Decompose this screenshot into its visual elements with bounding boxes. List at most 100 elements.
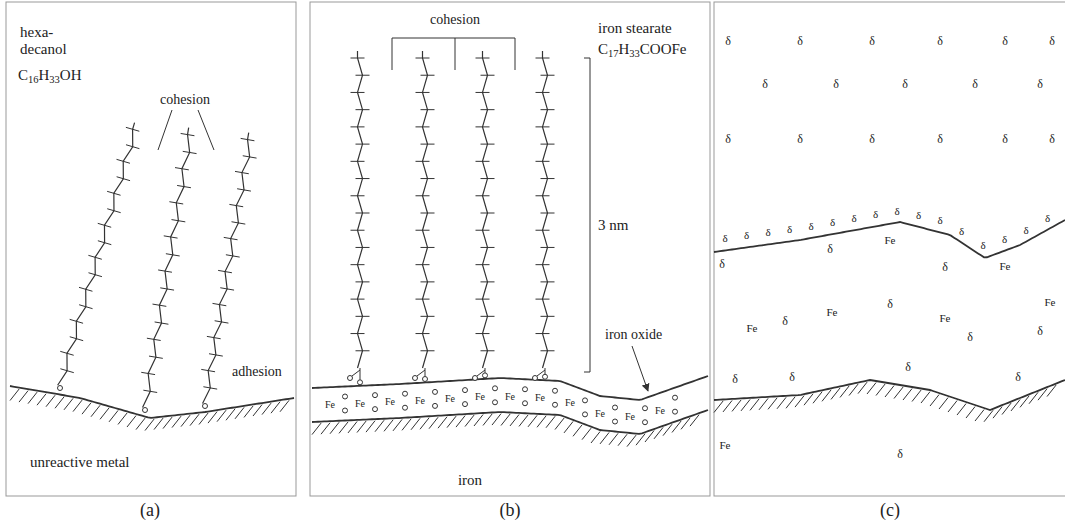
delta-symbol: δ [873, 208, 878, 220]
hatch-stroke [181, 415, 190, 427]
hatch-stroke [235, 407, 244, 419]
c-o-bond [425, 368, 426, 377]
hatch-stroke [321, 423, 330, 435]
hatch-stroke [645, 431, 654, 443]
oxide-oxygen [373, 407, 378, 412]
hatch-stroke [600, 432, 609, 444]
delta-symbol: δ [869, 35, 875, 48]
hatch-stroke [546, 416, 555, 428]
hatch-stroke [402, 419, 411, 431]
hatch-stroke [46, 395, 55, 407]
oxide-oxygen [403, 405, 408, 410]
hatch-stroke [492, 414, 501, 426]
hatch-stroke [375, 420, 384, 432]
hatch-stroke [957, 404, 966, 416]
hatch-stroke [217, 410, 226, 422]
hatch-stroke [118, 413, 127, 425]
hatch-stroke [555, 418, 564, 430]
delta-symbol: δ [827, 243, 833, 256]
delta-symbol: δ [1023, 224, 1028, 236]
hatch-stroke [564, 421, 573, 433]
hatch-stroke [831, 388, 840, 400]
cohesion-bracket [455, 38, 456, 70]
hatch-stroke [82, 403, 91, 415]
delta-symbol: δ [765, 226, 770, 238]
substrate-label: unreactive metal [30, 454, 130, 471]
delta-symbol: δ [1002, 35, 1008, 48]
hatch-stroke [966, 407, 975, 419]
hatch-stroke [420, 418, 429, 430]
hatch-stroke [663, 424, 672, 436]
oxide-oxygen [673, 395, 678, 400]
chemical-formula: C17H33COOFe [598, 41, 687, 60]
delta-symbol: δ [1049, 133, 1055, 146]
hatch-stroke [244, 406, 253, 418]
oxide-oxygen [463, 402, 468, 407]
hatch-stroke [100, 408, 109, 420]
hatch-stroke [948, 401, 957, 413]
hatch-stroke [984, 410, 993, 422]
iron-atom: Fe [325, 399, 335, 410]
iron-atom: Fe [535, 392, 545, 403]
oxygen-atom [543, 374, 548, 379]
delta-symbol: δ [830, 216, 835, 228]
hatch-stroke [912, 390, 921, 402]
iron-atom: Fe [747, 322, 758, 334]
hatch-stroke [172, 416, 181, 428]
hatch-stroke [483, 414, 492, 426]
hatch-stroke [840, 386, 849, 398]
delta-symbol: δ [725, 133, 731, 146]
delta-symbol: δ [942, 261, 948, 274]
hatch-stroke [723, 400, 732, 412]
delta-symbol: δ [869, 133, 875, 146]
iron-atom: Fe [1000, 260, 1011, 272]
hatch-stroke [330, 422, 339, 434]
substrate-label: iron [458, 472, 482, 489]
hatch-stroke [154, 418, 163, 430]
delta-symbol: δ [797, 133, 803, 146]
cohesion-label: cohesion [160, 92, 210, 107]
hatch-stroke [867, 383, 876, 395]
cohesion-label: cohesion [430, 12, 480, 27]
iron-atom: Fe [885, 234, 896, 246]
hatch-stroke [109, 410, 118, 422]
hatch-stroke [91, 405, 100, 417]
delta-symbol: δ [762, 78, 768, 91]
carbon-backbone [423, 51, 428, 368]
hatch-stroke [127, 416, 136, 428]
hatch-stroke [582, 428, 591, 440]
oxide-oxygen [343, 408, 348, 413]
hatch-stroke [280, 400, 289, 412]
oxide-oxygen [343, 394, 348, 399]
hatch-stroke [510, 414, 519, 426]
leader-line [198, 110, 214, 150]
panel-frame [6, 2, 296, 496]
delta-symbol: δ [719, 258, 725, 271]
delta-symbol: δ [1049, 35, 1055, 48]
c-o-bond [352, 370, 360, 376]
delta-symbol: δ [789, 371, 795, 384]
hatch-stroke [1020, 396, 1029, 408]
hatch-stroke [465, 415, 474, 427]
delta-symbol: δ [937, 214, 942, 226]
oxide-oxygen [613, 405, 618, 410]
hatch-stroke [654, 427, 663, 439]
hatch-stroke [876, 384, 885, 396]
hatch-stroke [759, 398, 768, 410]
oxygen-atom [203, 404, 208, 409]
delta-symbol: δ [1002, 133, 1008, 146]
hatch-stroke [975, 410, 984, 422]
hatch-stroke [262, 403, 271, 415]
hatch-stroke [993, 407, 1002, 419]
delta-symbol: δ [1037, 325, 1043, 338]
hatch-stroke [939, 398, 948, 410]
delta-symbol: δ [902, 78, 908, 91]
hatch-stroke [822, 390, 831, 402]
hatch-stroke [55, 397, 64, 409]
oxygen-atom [358, 380, 363, 385]
hatch-stroke [894, 387, 903, 399]
c-o-bond [537, 370, 545, 376]
molecule-name: iron stearate [598, 20, 672, 37]
leader-line [158, 110, 172, 150]
